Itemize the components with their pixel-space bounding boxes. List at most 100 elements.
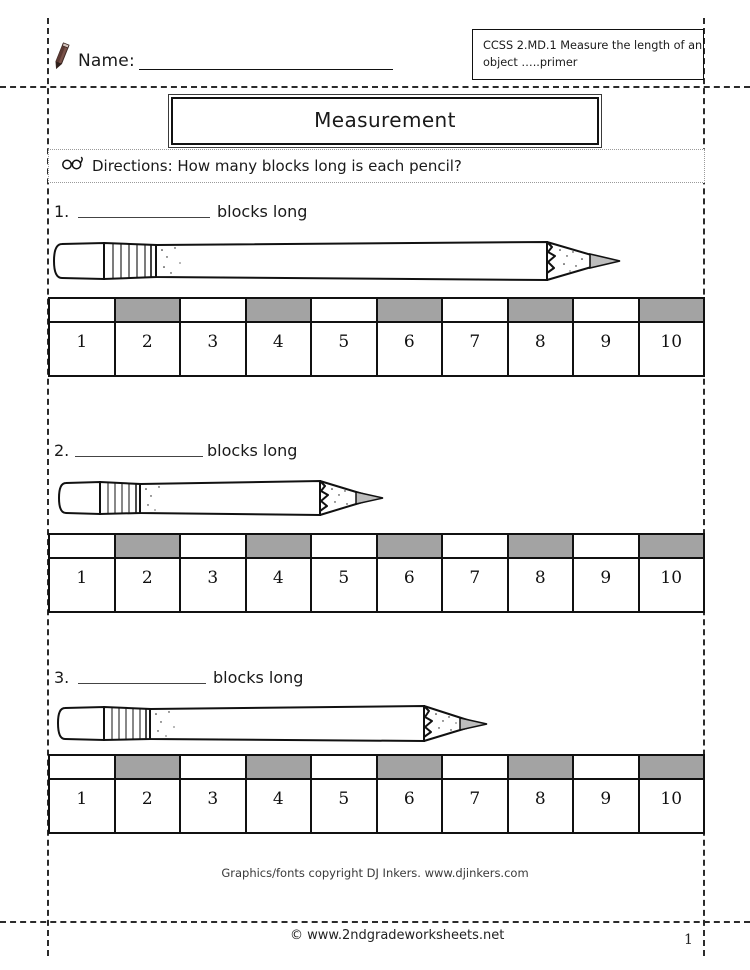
question-2-prompt: 2. blocks long [54, 441, 750, 460]
strip-cell-3 [181, 299, 247, 321]
question-1-answer-blank[interactable] [78, 204, 210, 218]
question-3: 3. blocks long [0, 668, 750, 834]
ruler-cell-1: 1 [50, 323, 116, 375]
strip-cell-1 [50, 756, 116, 778]
ruler-cell-10: 10 [660, 789, 683, 809]
page-cut-line-bottom [0, 921, 750, 923]
ruler-cell-4: 4 [247, 780, 312, 832]
strip-cell-7 [443, 756, 509, 778]
ruler-cell-10: 10 [660, 568, 683, 588]
strip-cell-8 [508, 756, 574, 778]
strip-cell-4 [246, 299, 312, 321]
block-ruler-3-numbers: 1 2 3 4 5 6 7 8 9 10 [50, 780, 703, 832]
strip-cell-10 [639, 756, 703, 778]
ruler-cell-9: 9 [574, 323, 640, 375]
block-ruler-2-numbers: 1 2 3 4 5 6 7 8 9 10 [50, 559, 703, 611]
ruler-cell-3: 3 [181, 780, 247, 832]
ruler-cell-6: 6 [378, 780, 443, 832]
ruler-cell-9: 9 [574, 559, 640, 611]
ruler-cell-8: 8 [509, 323, 574, 375]
ruler-cell-9: 9 [574, 780, 640, 832]
copyright-line: © www.2ndgradeworksheets.net [290, 928, 505, 943]
ruler-cell-6: 6 [378, 559, 443, 611]
block-ruler-3: 1 2 3 4 5 6 7 8 9 10 [48, 754, 705, 834]
ruler-cell-5: 5 [312, 780, 378, 832]
question-2-suffix: blocks long [207, 441, 298, 460]
question-3-prompt: 3. blocks long [54, 668, 750, 687]
ruler-cell-2: 2 [116, 323, 181, 375]
strip-cell-2 [115, 535, 181, 557]
ruler-cell-10: 10 [660, 332, 683, 352]
ruler-cell-4: 4 [247, 323, 312, 375]
strip-cell-9 [574, 535, 640, 557]
question-3-answer-blank[interactable] [78, 670, 206, 684]
worksheet-title-box: Measurement [168, 94, 602, 148]
block-ruler-3-strip [50, 756, 703, 780]
strip-cell-2 [115, 756, 181, 778]
strip-cell-6 [377, 756, 443, 778]
strip-cell-10 [639, 535, 703, 557]
block-ruler-1: 1 2 3 4 5 6 7 8 9 10 [48, 297, 705, 377]
ccss-standard-box: CCSS 2.MD.1 Measure the length of an obj… [472, 29, 704, 80]
strip-cell-9 [574, 756, 640, 778]
strip-cell-2 [115, 299, 181, 321]
strip-cell-1 [50, 299, 116, 321]
ruler-cell-5: 5 [312, 559, 378, 611]
strip-cell-6 [377, 299, 443, 321]
page-cut-line-left [47, 18, 49, 956]
question-2-number: 2. [54, 441, 70, 460]
pencil-icon [48, 42, 74, 72]
question-1-suffix: blocks long [217, 202, 308, 221]
ccss-line-1: CCSS 2.MD.1 Measure the length of an [483, 39, 703, 52]
directions-text: Directions: How many blocks long is each… [92, 156, 462, 175]
eyeglasses-icon [61, 156, 85, 175]
strip-cell-6 [377, 535, 443, 557]
block-ruler-1-numbers: 1 2 3 4 5 6 7 8 9 10 [50, 323, 703, 375]
strip-cell-8 [508, 299, 574, 321]
graphics-credit: Graphics/fonts copyright DJ Inkers. www.… [221, 866, 529, 880]
ruler-cell-2: 2 [116, 780, 181, 832]
question-3-suffix: blocks long [213, 668, 304, 687]
strip-cell-9 [574, 299, 640, 321]
ruler-cell-1: 1 [50, 559, 116, 611]
question-1-number: 1. [54, 202, 70, 221]
ruler-cell-1: 1 [50, 780, 116, 832]
pencil-illustration-2 [58, 470, 398, 528]
worksheet-title-inner: Measurement [171, 97, 599, 145]
ruler-cell-7: 7 [443, 323, 509, 375]
ruler-cell-8: 8 [509, 559, 574, 611]
directions-bar: Directions: How many blocks long is each… [48, 149, 705, 183]
question-2: 2. blocks long [0, 441, 750, 613]
name-row: Name: [48, 42, 393, 72]
strip-cell-5 [312, 299, 378, 321]
page-cut-line-right [703, 18, 705, 956]
page-title: Measurement [314, 108, 456, 132]
name-input[interactable] [138, 54, 393, 70]
ruler-cell-8: 8 [509, 780, 574, 832]
strip-cell-4 [246, 756, 312, 778]
strip-cell-3 [181, 535, 247, 557]
strip-cell-1 [50, 535, 116, 557]
ruler-cell-3: 3 [181, 323, 247, 375]
pencil-illustration-3 [56, 695, 506, 753]
ccss-line-2: object …..primer [483, 56, 578, 69]
question-1: 1. blocks long [0, 202, 750, 377]
page-cut-line-top [0, 86, 750, 88]
ruler-cell-2: 2 [116, 559, 181, 611]
question-2-answer-blank[interactable] [75, 443, 203, 457]
ruler-cell-3: 3 [181, 559, 247, 611]
strip-cell-8 [508, 535, 574, 557]
block-ruler-1-strip [50, 299, 703, 323]
question-3-number: 3. [54, 668, 70, 687]
strip-cell-7 [443, 535, 509, 557]
strip-cell-5 [312, 756, 378, 778]
name-label: Name: [78, 51, 135, 71]
strip-cell-5 [312, 535, 378, 557]
pencil-illustration-1 [52, 230, 652, 292]
ruler-cell-5: 5 [312, 323, 378, 375]
strip-cell-3 [181, 756, 247, 778]
page-number: 1 [684, 932, 693, 948]
block-ruler-2-strip [50, 535, 703, 559]
ruler-cell-7: 7 [443, 559, 509, 611]
